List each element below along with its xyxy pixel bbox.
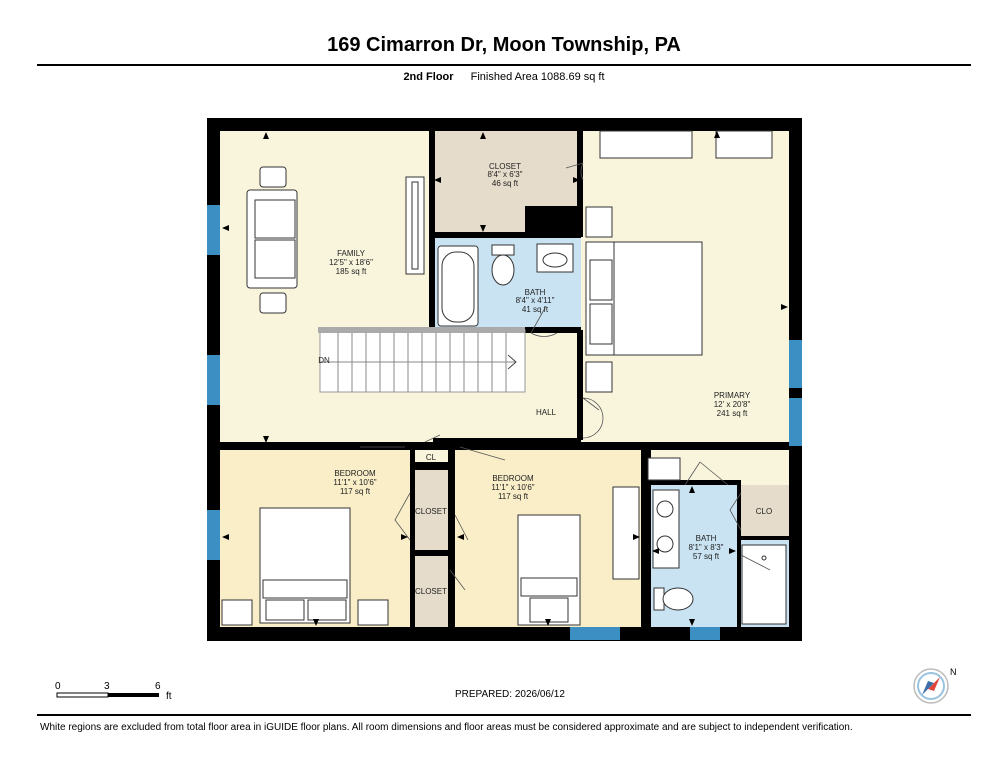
window-family-1 bbox=[207, 205, 220, 255]
wall-mid-horizontal bbox=[220, 442, 789, 450]
dresser-icon bbox=[599, 130, 693, 159]
scale-unit: ft bbox=[166, 691, 172, 702]
nightstand-icon bbox=[357, 599, 389, 626]
dresser-icon bbox=[715, 130, 773, 159]
wall-closet-divider bbox=[415, 550, 448, 556]
scale-bar bbox=[56, 692, 159, 698]
bath-lower-area: 57 sq ft bbox=[693, 552, 720, 561]
footer-rule bbox=[37, 714, 971, 716]
bath-upper-label: BATH bbox=[525, 288, 546, 297]
header-rule bbox=[37, 64, 971, 66]
bedroom-mid-label: BEDROOM bbox=[492, 474, 534, 483]
window-bath-lower bbox=[690, 627, 720, 640]
clo-label: CLO bbox=[756, 507, 772, 516]
dimension-arrows bbox=[222, 131, 788, 626]
primary-bed-icon bbox=[585, 241, 703, 356]
bedroom-mid-bed-icon bbox=[517, 514, 581, 626]
closet-block bbox=[525, 206, 581, 236]
toilet-icon bbox=[491, 244, 515, 286]
wall-closet-south bbox=[433, 232, 581, 238]
wall-clo-south bbox=[741, 536, 789, 540]
bedroom-left-dims: 11'1" x 10'6" bbox=[333, 478, 376, 487]
compass-north-label: N bbox=[950, 667, 957, 677]
hall-label: HALL bbox=[536, 408, 557, 417]
sink-icon bbox=[536, 243, 574, 273]
finished-area: Finished Area 1088.69 sq ft bbox=[470, 71, 605, 83]
toilet-icon bbox=[653, 587, 694, 611]
dn-label: DN bbox=[318, 356, 330, 365]
closet-mid2-label: CLOSET bbox=[415, 587, 447, 596]
closet-mid1-room bbox=[415, 470, 448, 550]
chair-icon bbox=[259, 166, 287, 188]
chair-icon bbox=[259, 292, 287, 314]
wall-bath-lower-north bbox=[641, 480, 741, 485]
bedroom-mid-dims: 11'1" x 10'6" bbox=[491, 483, 534, 492]
window-primary-2 bbox=[789, 398, 802, 446]
bath-upper-dims: 8'4" x 4'11" bbox=[516, 296, 555, 305]
page-title: 169 Cimarron Dr, Moon Township, PA bbox=[327, 34, 681, 56]
nightstand-icon bbox=[221, 599, 253, 626]
vanity-icon bbox=[652, 489, 680, 569]
window-primary-1 bbox=[789, 340, 802, 388]
bedroom-left-area: 117 sq ft bbox=[340, 487, 371, 496]
closet-mid2-room bbox=[415, 556, 448, 627]
disclaimer: White regions are excluded from total fl… bbox=[40, 722, 853, 733]
sofa-icon bbox=[246, 189, 298, 289]
wall-cl-south bbox=[415, 462, 448, 470]
window-family-2 bbox=[207, 355, 220, 405]
scale-label-3: 3 bbox=[104, 681, 110, 692]
floor-label: 2nd Floor bbox=[403, 71, 454, 83]
prepared-date: PREPARED: 2026/06/12 bbox=[455, 689, 565, 700]
wall-family-east bbox=[429, 131, 435, 331]
doors bbox=[360, 162, 771, 591]
wall-bedroom-left-east bbox=[410, 450, 415, 627]
family-area: 185 sq ft bbox=[336, 267, 367, 276]
shower-icon bbox=[741, 544, 787, 625]
family-label: FAMILY bbox=[337, 249, 366, 258]
bath-lower-label: BATH bbox=[696, 534, 717, 543]
wall-bath-lower-east bbox=[737, 485, 741, 627]
desk-icon bbox=[612, 486, 640, 580]
wall-primary-west-bottom bbox=[577, 330, 583, 440]
bathtub-icon bbox=[437, 245, 479, 327]
window-bedroom-mid bbox=[570, 627, 620, 640]
primary-label: PRIMARY bbox=[714, 391, 751, 400]
wall-bedroom-mid-west bbox=[448, 450, 455, 627]
nightstand-icon bbox=[585, 361, 613, 393]
primary-area: 241 sq ft bbox=[717, 409, 748, 418]
bath-lower-dims: 8'1" x 8'3" bbox=[689, 543, 724, 552]
closet-mid1-label: CLOSET bbox=[415, 507, 447, 516]
cl-label: CL bbox=[426, 453, 437, 462]
subtitle: 2nd Floor Finished Area 1088.69 sq ft bbox=[0, 71, 1008, 83]
bedroom-left-bed-icon bbox=[259, 507, 351, 624]
scale-label-0: 0 bbox=[55, 681, 61, 692]
window-bedroom-left bbox=[207, 510, 220, 560]
compass-icon bbox=[913, 668, 949, 704]
family-dims: 12'5" x 18'6" bbox=[329, 258, 373, 267]
scale-label-6: 6 bbox=[155, 681, 161, 692]
bedroom-mid-area: 117 sq ft bbox=[498, 492, 529, 501]
closet-top-label: CLOSET bbox=[489, 162, 521, 171]
closet-top-dims: 8'4" x 6'3" bbox=[488, 170, 523, 179]
nightstand-icon bbox=[585, 206, 613, 238]
clo-room bbox=[741, 485, 789, 537]
wall-bath-lower-west bbox=[641, 450, 651, 627]
cl-room bbox=[415, 450, 450, 462]
tv-icon bbox=[411, 181, 419, 270]
bedroom-left-label: BEDROOM bbox=[334, 469, 376, 478]
staircase bbox=[318, 327, 526, 393]
cabinet-icon bbox=[647, 457, 681, 481]
bath-upper-area: 41 sq ft bbox=[522, 305, 549, 314]
closet-top-area: 46 sq ft bbox=[492, 179, 519, 188]
wall-primary-west-top bbox=[577, 131, 583, 237]
primary-dims: 12' x 20'8" bbox=[714, 400, 751, 409]
